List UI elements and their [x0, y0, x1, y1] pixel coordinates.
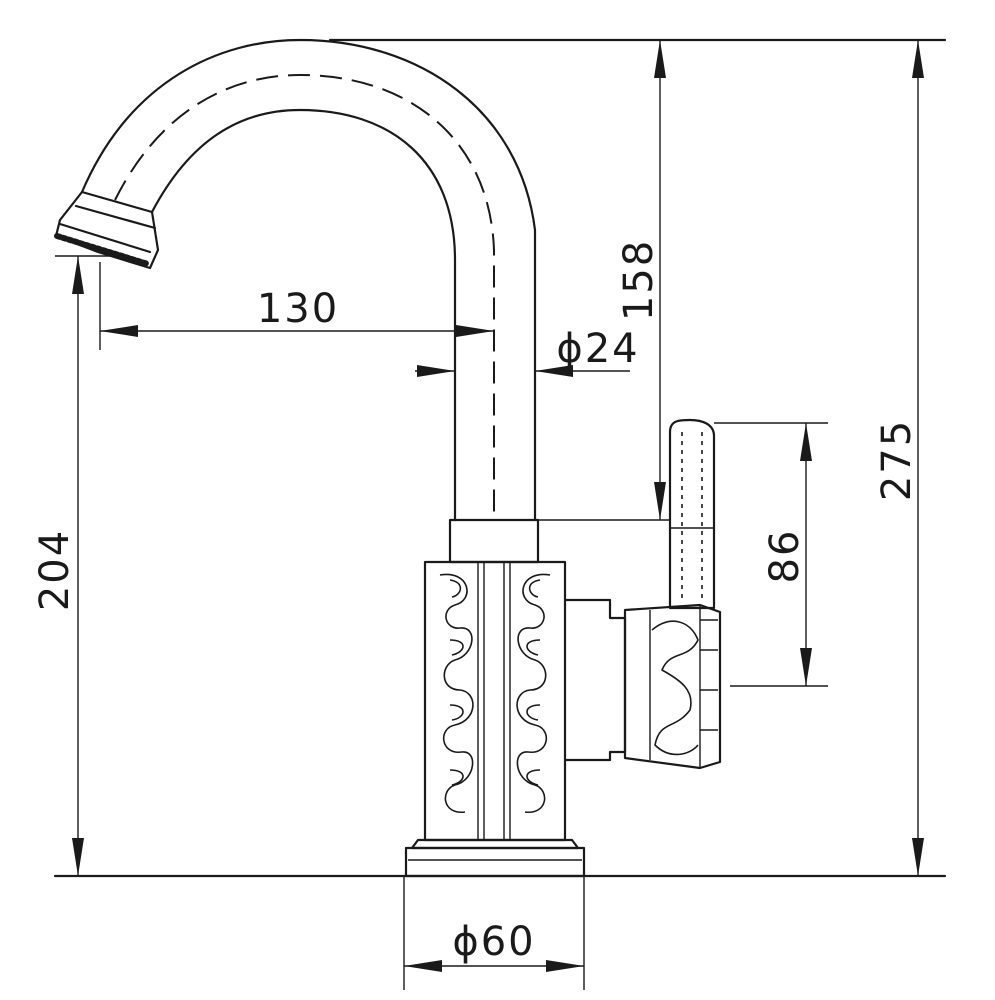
- ornament-left-detail: [449, 579, 464, 786]
- dim-spout-height: 158: [538, 40, 670, 521]
- flange-ring: [404, 846, 586, 878]
- dim-86-label: 86: [762, 529, 808, 584]
- aerator-mesh: [54, 233, 151, 267]
- base-flange: [404, 838, 586, 878]
- lever-knurl: [681, 432, 703, 600]
- dim-275-label: 275: [874, 419, 920, 501]
- lever-handle: [668, 418, 716, 610]
- dim-60-label: ϕ60: [452, 919, 535, 965]
- spout: [80, 38, 537, 522]
- aerator-band-2: [58, 222, 152, 254]
- dim-158-arrow-bottom: [654, 482, 666, 520]
- dim-86-arrow-bottom: [800, 648, 812, 686]
- hub-ornament: [651, 620, 699, 756]
- dim-24-label: ϕ24: [556, 326, 639, 372]
- spout-outer-edge: [80, 38, 537, 522]
- flange-top: [410, 838, 580, 850]
- dim-total-height: 275: [874, 40, 924, 876]
- dim-handle-length: 86: [714, 422, 828, 687]
- dim-24-arrow-left: [417, 365, 455, 377]
- dim-60-arrow-left: [404, 960, 442, 972]
- dim-158-label: 158: [616, 239, 662, 321]
- lever-outline: [668, 418, 716, 610]
- dim-130-label: 130: [257, 286, 339, 332]
- handle-hub: [623, 603, 722, 770]
- dim-275-arrow-bottom: [912, 838, 924, 876]
- dim-275-arrow-top: [912, 40, 924, 78]
- ornament-left: [439, 573, 474, 813]
- dim-204-arrow-bottom: [72, 838, 84, 876]
- dim-158-arrow-top: [654, 40, 666, 78]
- dim-spout-reach: 130: [99, 262, 494, 350]
- valve-hub: [563, 598, 722, 770]
- aerator: [54, 190, 160, 270]
- dim-204-label: 204: [32, 529, 78, 611]
- ornament-right-detail: [526, 579, 541, 786]
- aerator-body: [54, 190, 160, 270]
- aerator-band: [74, 204, 157, 230]
- spout-inner-edge: [150, 108, 457, 522]
- dim-204-arrow-top: [72, 256, 84, 294]
- dim-aerator-height: 204: [32, 255, 110, 876]
- dim-130-arrow-left: [100, 325, 138, 337]
- faucet-body: [423, 560, 567, 842]
- dim-130-arrow-right: [456, 325, 494, 337]
- ornament-right: [516, 573, 551, 813]
- dim-86-arrow-top: [800, 423, 812, 461]
- dim-spout-diameter: ϕ24: [415, 326, 639, 377]
- dim-60-arrow-right: [546, 960, 584, 972]
- spout-collar: [448, 518, 540, 564]
- valve-neck: [563, 598, 627, 762]
- hub-ribs: [700, 619, 718, 731]
- dim-24-arrow-right: [535, 365, 573, 377]
- spout-centerline: [114, 73, 495, 520]
- dim-base-diameter: ϕ60: [403, 876, 585, 990]
